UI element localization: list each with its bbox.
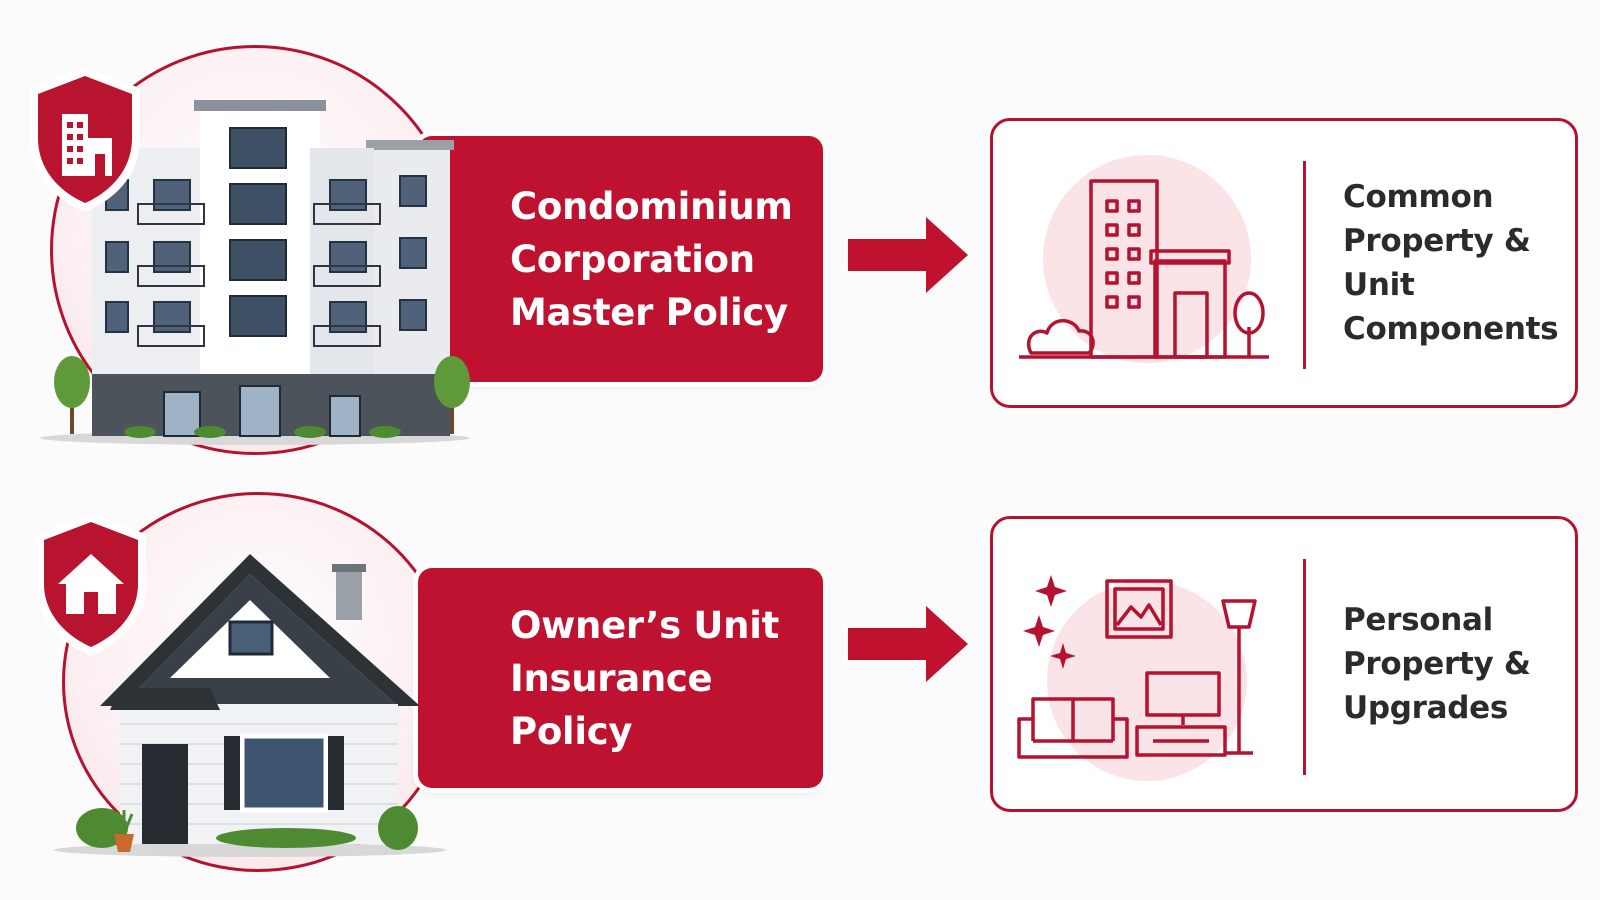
arrow-right-icon <box>848 606 968 682</box>
coverage-card-common: Common Property & Unit Components <box>990 118 1578 408</box>
policy-label: Owner’s Unit Insurance Policy <box>510 603 779 753</box>
policy-row-owner: Owner’s Unit Insurance Policy <box>0 488 1600 900</box>
coverage-card-personal: Personal Property & Upgrades <box>990 516 1578 812</box>
coverage-label: Personal Property & Upgrades <box>1343 602 1531 726</box>
card-divider <box>1303 559 1306 775</box>
policy-label: Condominium Corporation Master Policy <box>510 184 793 334</box>
shield-building-icon <box>30 68 140 212</box>
house-illustration <box>54 554 446 857</box>
policy-box-master: Condominium Corporation Master Policy <box>418 136 823 382</box>
coverage-label: Common Property & Unit Components <box>1343 179 1559 347</box>
living-room-outline-icon <box>1017 575 1257 781</box>
card-divider <box>1303 161 1306 369</box>
arrow-right-icon <box>848 217 968 293</box>
policy-row-master: Condominium Corporation Master Policy <box>0 40 1600 470</box>
policy-box-owner: Owner’s Unit Insurance Policy <box>418 568 823 788</box>
building-outline-icon <box>1019 155 1269 363</box>
shield-house-icon <box>36 514 146 656</box>
